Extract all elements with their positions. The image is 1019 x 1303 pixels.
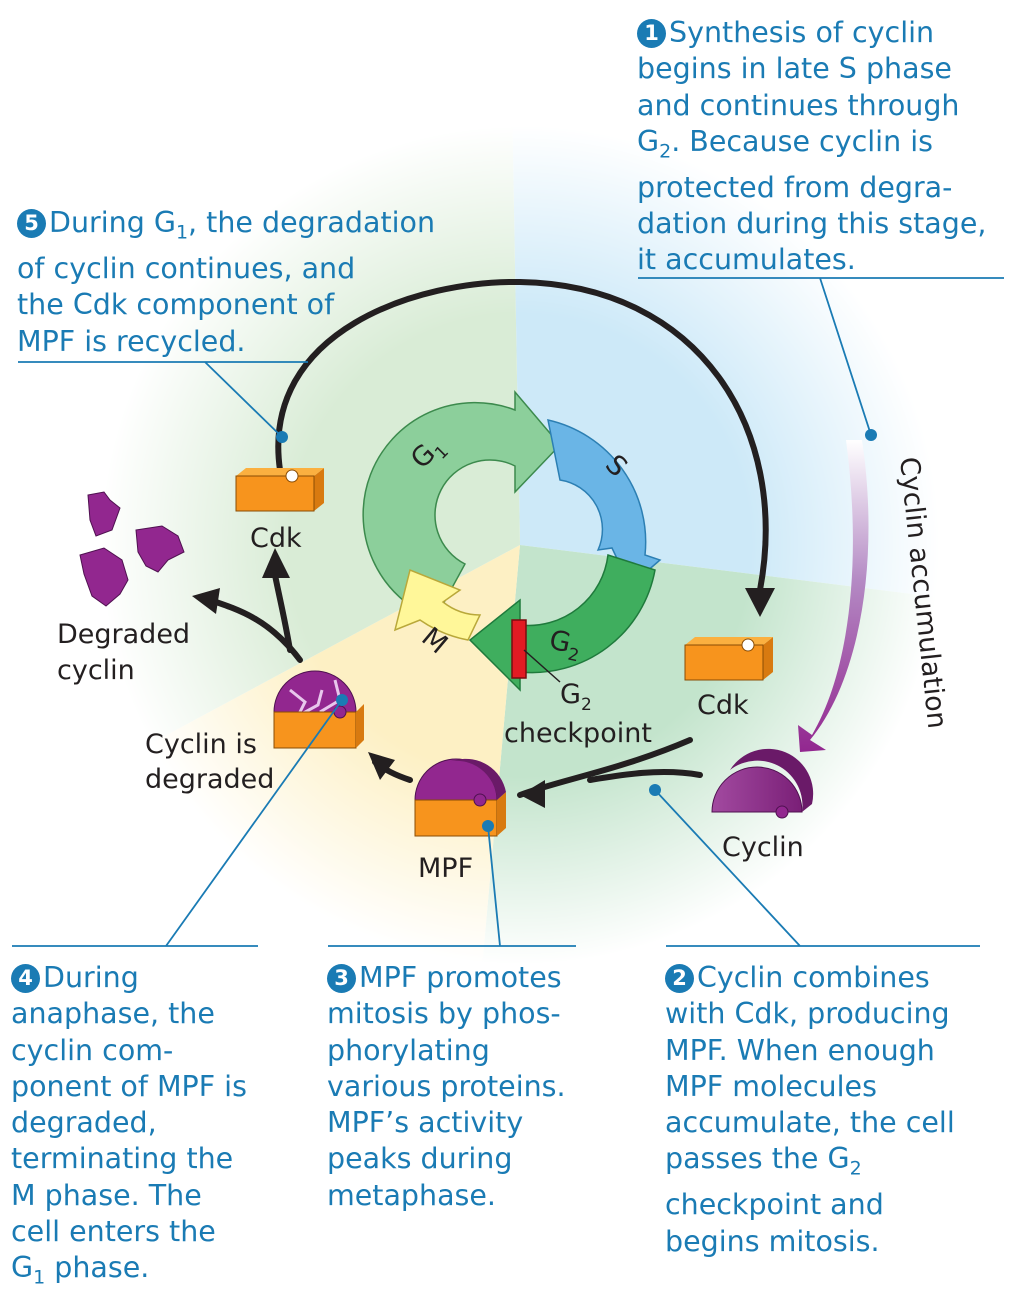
callout-3-line: MPF’s activity (327, 1106, 524, 1140)
callout-1-line: G2. Because cyclin is (637, 124, 933, 163)
m-arrow (393, 568, 482, 641)
callout-1-line: and continues through (637, 88, 960, 122)
cdk-right-label: Cdk (697, 690, 749, 721)
callout-5-line: MPF is recycled. (17, 324, 246, 358)
mpf-label: MPF (418, 853, 473, 884)
callout-3-line: various proteins. (327, 1069, 566, 1103)
cdk-top-label: Cdk (250, 523, 302, 554)
callout-5-line: the Cdk component of (17, 288, 335, 322)
leader-4 (12, 699, 343, 947)
callout-5-line: of cyclin continues, and (17, 251, 356, 285)
callout-3-line: peaks during (327, 1142, 513, 1176)
leader-5 (18, 361, 308, 438)
callout-1-line: Synthesis of cyclin (669, 16, 935, 49)
callout-1-line: protected from degra- (637, 170, 953, 204)
degrading-mpf-icon (273, 670, 364, 749)
cyclin-release-arrow (207, 597, 303, 663)
cdk-top-icon (235, 468, 324, 512)
leader-3 (328, 825, 576, 947)
leader-1 (638, 277, 1004, 436)
callout-4-line: anaphase, the (11, 997, 215, 1031)
leader-dots (276, 429, 877, 832)
step-2-badge: 2 (665, 964, 694, 993)
arrowhead-cdk (262, 548, 290, 578)
cdk-right-icon (684, 637, 773, 681)
step-1-badge: 1 (637, 19, 666, 48)
combine-arrow-2 (587, 769, 703, 783)
cyclin-accumulation-arrow (798, 440, 869, 752)
degraded-cyclin-fragments (79, 491, 185, 607)
arrow-heads (192, 548, 775, 808)
callout-2-line: accumulate, the cell (665, 1106, 955, 1140)
callout-2-line: MPF. When enough (665, 1033, 935, 1067)
g2-checkpoint-bar (511, 619, 527, 679)
callout-1-line: begins in late S phase (637, 52, 952, 86)
callout-3-line: phorylating (327, 1033, 490, 1067)
step-5-badge: 5 (17, 209, 46, 238)
callout-leaders (12, 277, 1004, 947)
callout-3-line: mitosis by phos- (327, 997, 561, 1031)
arrowhead-mpf (368, 752, 395, 780)
g1-arrow (362, 389, 562, 620)
degraded-label-2: cyclin (57, 655, 135, 686)
callout-1-line: dation during this stage, (637, 207, 987, 241)
cell-cycle-ring (362, 389, 662, 692)
callout-4-line: degraded, (11, 1106, 157, 1140)
callout-2-line: with Cdk, producing (665, 997, 950, 1031)
arrowhead-recycle (745, 588, 775, 617)
step-3-badge: 3 (327, 964, 356, 993)
mpf-icon (414, 758, 506, 837)
s-arrow (547, 419, 662, 588)
callout-4-line: cell enters the (11, 1215, 216, 1249)
callout-2-line: begins mitosis. (665, 1224, 880, 1258)
checkpoint-pointer (523, 649, 561, 683)
cyclin-label: Cyclin (722, 832, 804, 863)
arrowhead-combine (520, 780, 545, 808)
checkpoint-g2-label: G2 (560, 679, 592, 715)
recycle-arrow (275, 278, 769, 593)
arrowhead-cyclin (192, 588, 220, 614)
callout-1-line: it accumulates. (637, 243, 856, 277)
g2-phase-sector (480, 545, 960, 992)
callout-4-line: G1 phase. (11, 1251, 150, 1290)
callout-2-line: MPF molecules (665, 1069, 877, 1103)
cyclin-is-label-1: Cyclin is (145, 729, 257, 760)
m-phase-sector (120, 545, 520, 990)
step-4-badge: 4 (11, 964, 40, 993)
degraded-label-1: Degraded (57, 619, 190, 650)
cyclin-is-label-2: degraded (145, 764, 274, 795)
callout-3-line: metaphase. (327, 1178, 496, 1212)
callout-2-line: checkpoint and (665, 1188, 884, 1222)
leader-2 (654, 789, 980, 947)
callout-4-line: ponent of MPF is (11, 1069, 247, 1103)
callout-4-line: cyclin com- (11, 1033, 174, 1067)
callout-2-line: passes the G2 (665, 1142, 862, 1181)
checkpoint-word-label: checkpoint (504, 718, 652, 749)
callout-4-line: terminating the (11, 1142, 234, 1176)
callout-4-line: M phase. The (11, 1178, 202, 1212)
phase-g2-label: G2 (546, 625, 585, 667)
cyclin-icon (711, 748, 814, 819)
